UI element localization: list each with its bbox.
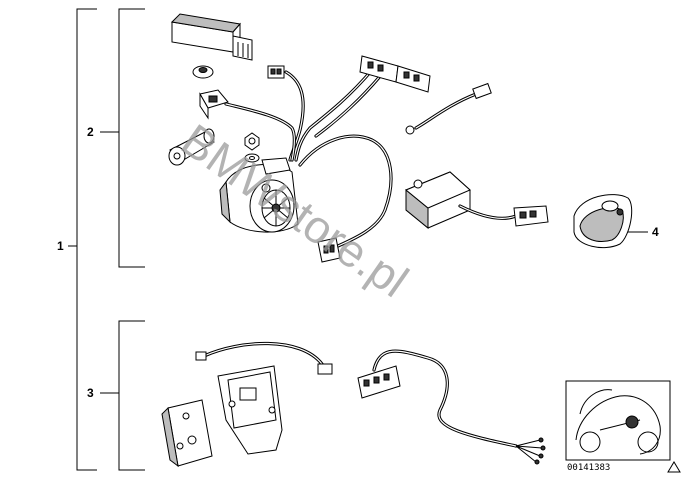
installation-harness — [357, 349, 546, 465]
small-bracket — [161, 399, 213, 468]
bracket-group-3 — [100, 320, 145, 471]
callout-3: 3 — [87, 386, 94, 400]
bracket-group-2 — [100, 8, 145, 268]
reference-number: 00141383 — [567, 463, 610, 473]
harness-end-plug — [317, 237, 341, 263]
vehicle-location-thumbnail — [565, 380, 671, 461]
key-barrel — [168, 128, 215, 166]
location-marker-icon — [625, 415, 639, 429]
control-module — [170, 13, 253, 61]
warning-triangle-icon — [667, 461, 681, 473]
callout-1: 1 — [57, 239, 64, 253]
main-harness — [224, 68, 393, 248]
multipin-connector — [359, 55, 431, 93]
washer — [244, 153, 260, 163]
callout-2: 2 — [87, 125, 94, 139]
receiver-module — [405, 171, 549, 230]
diagnostic-plug — [199, 89, 229, 120]
siren — [219, 157, 299, 233]
connecting-cable — [195, 341, 333, 375]
nut — [244, 132, 260, 151]
bracket-group-1 — [68, 8, 97, 471]
small-plug — [267, 65, 285, 79]
remote-control — [573, 194, 633, 248]
antenna-lead — [405, 82, 492, 135]
grommet — [192, 65, 214, 79]
mounting-bracket — [217, 365, 283, 455]
callout-4: 4 — [652, 225, 659, 239]
